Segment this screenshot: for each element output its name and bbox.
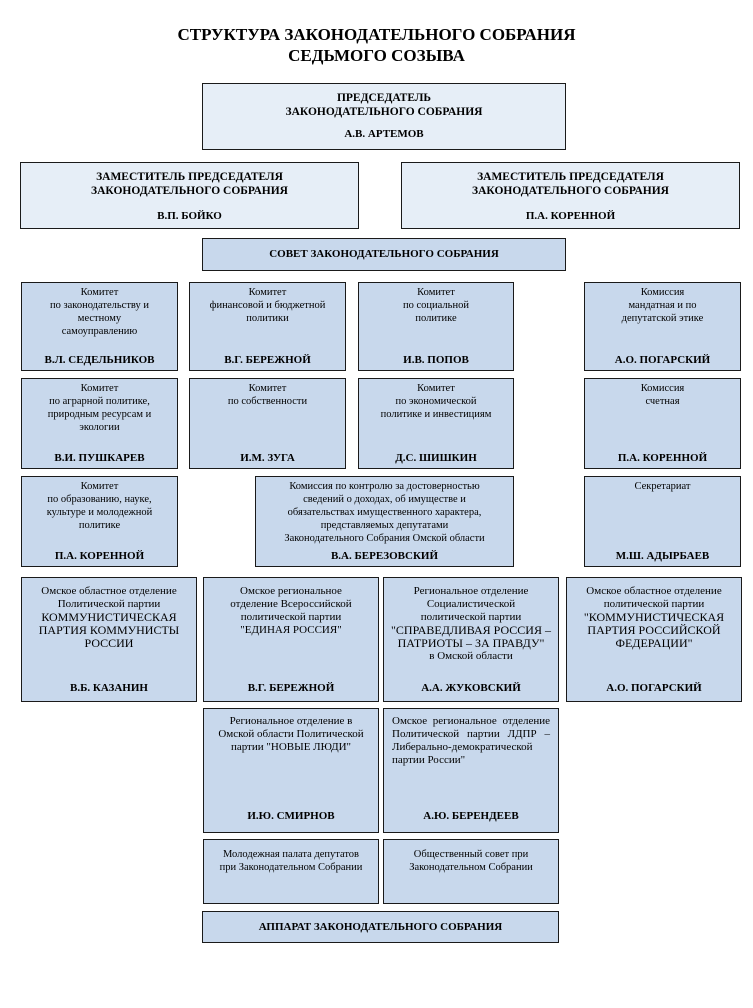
deputy-role: ЗАМЕСТИТЕЛЬ ПРЕДСЕДАТЕЛЯ ЗАКОНОДАТЕЛЬНОГ… — [91, 171, 288, 197]
committee-box: Комитет по собственности И.М. ЗУГА — [189, 378, 346, 469]
committee-text: Комитет по социальной политике — [403, 287, 469, 324]
committee-chair: А.О. ПОГАРСКИЙ — [614, 354, 711, 366]
party-leader: В.Б. КАЗАНИН — [70, 682, 148, 694]
party-text: Омское областное отделение Политической … — [41, 585, 177, 610]
committee-box: Комитет по социальной политике И.В. ПОПО… — [358, 282, 514, 371]
committee-chair: Д.С. ШИШКИН — [395, 452, 477, 464]
deputy-role: ЗАМЕСТИТЕЛЬ ПРЕДСЕДАТЕЛЯ ЗАКОНОДАТЕЛЬНОГ… — [472, 171, 669, 197]
committee-chair: В.И. ПУШКАРЕВ — [54, 452, 145, 464]
committee-text: Комиссия по контролю за достоверностью с… — [284, 481, 485, 544]
commission-box: Комиссия счетная П.А. КОРЕННОЙ — [584, 378, 741, 469]
committee-text: Комитет по экономической политике и инве… — [380, 383, 492, 420]
committee-text: Комиссия мандатная и по депутатской этик… — [621, 287, 704, 324]
deputy-name: В.П. БОЙКО — [157, 210, 222, 222]
party-text: Региональное отделение Социалистической … — [413, 585, 529, 623]
party-leader: А.А. ЖУКОВСКИЙ — [421, 682, 521, 694]
party-box: Региональное отделение в Омской области … — [203, 708, 379, 833]
party-box: Омское областное отделение политической … — [566, 577, 742, 702]
committee-box: Комитет по экономической политике и инве… — [358, 378, 514, 469]
party-leader: В.Г. БЕРЕЖНОЙ — [247, 682, 335, 694]
committee-chair: П.А. КОРЕННОЙ — [617, 452, 708, 464]
deputy-box-2: ЗАМЕСТИТЕЛЬ ПРЕДСЕДАТЕЛЯ ЗАКОНОДАТЕЛЬНОГ… — [401, 162, 740, 229]
committee-box: Комитет по аграрной политике, природным … — [21, 378, 178, 469]
party-text: Омское областное отделение политической … — [586, 585, 722, 610]
page-title: СТРУКТУРА ЗАКОНОДАТЕЛЬНОГО СОБРАНИЯ СЕДЬ… — [0, 24, 753, 66]
party-name-upper: "СПРАВЕДЛИВАЯ РОССИЯ – ПАТРИОТЫ – ЗА ПРА… — [391, 623, 551, 650]
committee-chair: М.Ш. АДЫРБАЕВ — [615, 550, 710, 562]
title-line-2: СЕДЬМОГО СОЗЫВА — [288, 46, 465, 65]
committee-chair: В.Л. СЕДЕЛЬНИКОВ — [44, 354, 155, 366]
commission-box: Комиссия мандатная и по депутатской этик… — [584, 282, 741, 371]
committee-box: Комитет по законодательству и местному с… — [21, 282, 178, 371]
committee-text: Секретариат — [634, 481, 691, 492]
committee-chair: П.А. КОРЕННОЙ — [54, 550, 145, 562]
party-text: Омское региональное отделение Политическ… — [392, 715, 550, 766]
committee-chair: В.Г. БЕРЕЖНОЙ — [224, 354, 311, 366]
party-name-upper: "КОММУНИСТИЧЕСКАЯ ПАРТИЯ РОССИЙСКОЙ ФЕДЕ… — [583, 610, 725, 650]
committee-text: Комитет по образованию, науке, культуре … — [46, 481, 153, 531]
deputy-box-1: ЗАМЕСТИТЕЛЬ ПРЕДСЕДАТЕЛЯ ЗАКОНОДАТЕЛЬНОГ… — [20, 162, 359, 229]
chairman-name: А.В. АРТЕМОВ — [344, 128, 424, 140]
party-box: Омское региональное отделение Всероссийс… — [203, 577, 379, 702]
party-leader: А.О. ПОГАРСКИЙ — [606, 682, 702, 694]
party-box: Омское региональное отделение Политическ… — [383, 708, 559, 833]
chairman-box: ПРЕДСЕДАТЕЛЬ ЗАКОНОДАТЕЛЬНОГО СОБРАНИЯ А… — [202, 83, 566, 150]
committee-text: Комитет по аграрной политике, природным … — [47, 383, 152, 433]
committee-box: Комитет финансовой и бюджетной политики … — [189, 282, 346, 371]
party-box: Региональное отделение Социалистической … — [383, 577, 559, 702]
council-label: СОВЕТ ЗАКОНОДАТЕЛЬНОГО СОБРАНИЯ — [269, 248, 499, 260]
committee-chair: И.В. ПОПОВ — [403, 354, 469, 366]
committee-box: Комитет по образованию, науке, культуре … — [21, 476, 178, 567]
secretariat-box: Секретариат М.Ш. АДЫРБАЕВ — [584, 476, 741, 567]
deputy-name: П.А. КОРЕННОЙ — [525, 210, 616, 222]
committee-text: Комитет финансовой и бюджетной политики — [209, 287, 326, 324]
party-box: Омское областное отделение Политической … — [21, 577, 197, 702]
public-council-box: Общественный совет при Законодательном С… — [383, 839, 559, 904]
apparatus-label: АППАРАТ ЗАКОНОДАТЕЛЬНОГО СОБРАНИЯ — [258, 920, 503, 933]
committee-text: Комитет по собственности — [227, 383, 308, 407]
party-text: Региональное отделение в Омской области … — [218, 715, 364, 753]
party-leader: А.Ю. БЕРЕНДЕЕВ — [423, 810, 519, 822]
committee-chair: В.А. БЕРЕЗОВСКИЙ — [330, 550, 439, 562]
youth-chamber-text: Молодежная палата депутатов при Законода… — [219, 849, 363, 873]
committee-chair: И.М. ЗУГА — [240, 452, 295, 464]
chairman-role: ПРЕДСЕДАТЕЛЬ ЗАКОНОДАТЕЛЬНОГО СОБРАНИЯ — [285, 92, 483, 118]
title-line-1: СТРУКТУРА ЗАКОНОДАТЕЛЬНОГО СОБРАНИЯ — [177, 25, 576, 44]
committee-text: Комиссия счетная — [640, 383, 685, 407]
council-box: СОВЕТ ЗАКОНОДАТЕЛЬНОГО СОБРАНИЯ — [202, 238, 566, 271]
party-text-tail: в Омской области — [429, 650, 513, 662]
party-leader: И.Ю. СМИРНОВ — [247, 810, 335, 822]
public-council-text: Общественный совет при Законодательном С… — [409, 849, 533, 873]
committee-text: Комитет по законодательству и местному с… — [49, 287, 150, 337]
commission-box: Комиссия по контролю за достоверностью с… — [255, 476, 514, 567]
party-name-upper: КОММУНИСТИЧЕСКАЯ ПАРТИЯ КОММУНИСТЫ РОССИ… — [38, 610, 180, 650]
youth-chamber-box: Молодежная палата депутатов при Законода… — [203, 839, 379, 904]
party-text: Омское региональное отделение Всероссийс… — [230, 585, 352, 636]
apparatus-box: АППАРАТ ЗАКОНОДАТЕЛЬНОГО СОБРАНИЯ — [202, 911, 559, 943]
